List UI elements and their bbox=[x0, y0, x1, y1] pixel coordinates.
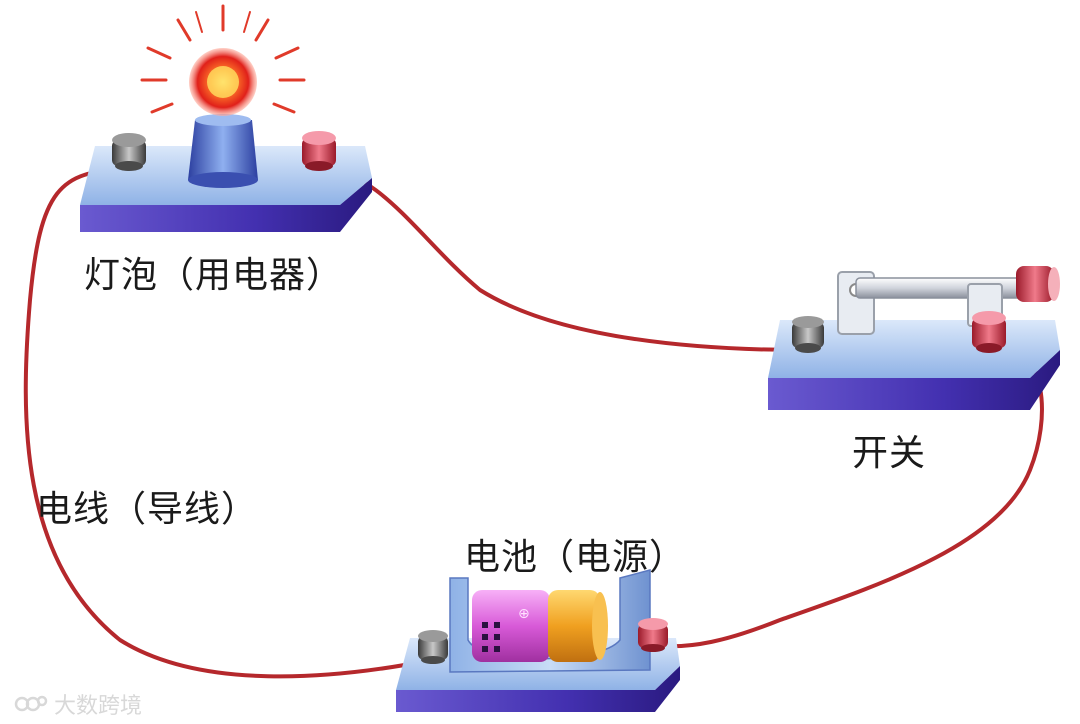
battery-base-front bbox=[396, 666, 680, 712]
switch-terminal-right bbox=[972, 311, 1006, 353]
switch-icon bbox=[768, 266, 1060, 410]
wire-bulb-to-switch bbox=[318, 166, 807, 352]
bulb-terminal-left bbox=[112, 133, 146, 171]
svg-text:⊕: ⊕ bbox=[518, 606, 530, 622]
watermark-text: 大数跨境 bbox=[54, 694, 143, 719]
battery-icon: ⊕ bbox=[396, 569, 680, 712]
glow-rays bbox=[140, 4, 306, 114]
battery-terminal-left bbox=[418, 630, 448, 664]
battery-terminal-right bbox=[638, 618, 668, 652]
watermark: 大数跨境 bbox=[14, 688, 142, 720]
wire-label: 电线（导线） bbox=[36, 489, 259, 530]
bulb-icon bbox=[80, 4, 372, 232]
bulb-terminal-right bbox=[302, 131, 336, 171]
switch-label: 开关 bbox=[852, 433, 927, 474]
battery-label: 电池（电源） bbox=[464, 537, 687, 578]
bulb-socket bbox=[188, 120, 258, 180]
bulb-label: 灯泡（用电器） bbox=[84, 255, 344, 296]
wire-bulb-to-battery bbox=[23, 168, 434, 679]
switch-terminal-left bbox=[792, 316, 824, 353]
switch-base-front bbox=[768, 350, 1060, 410]
bulb-base-front bbox=[80, 178, 372, 232]
battery-cell: ⊕ bbox=[472, 590, 608, 662]
switch-handle bbox=[1016, 266, 1060, 302]
watermark-logo-icon bbox=[14, 695, 48, 712]
